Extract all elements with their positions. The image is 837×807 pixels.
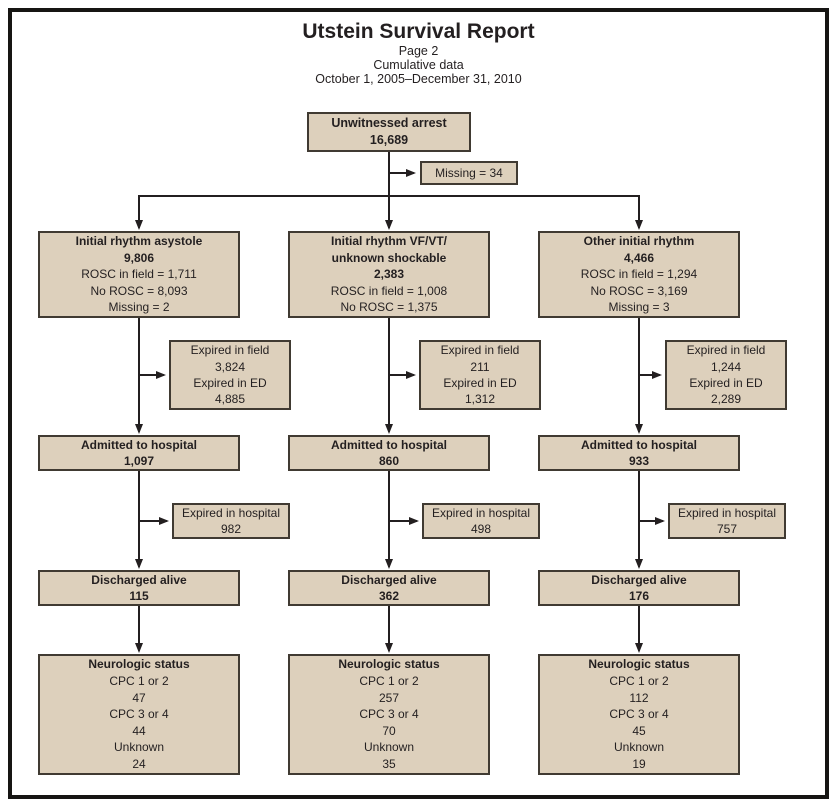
box-line: 211 — [470, 359, 490, 374]
box-line: 45 — [632, 723, 646, 738]
expired-prehospital-box: Expired in field 3,824 Expired in ED 4,8… — [169, 340, 291, 410]
neurologic-status-box: Neurologic status CPC 1 or 2 112 CPC 3 o… — [538, 654, 740, 775]
neurologic-status-box: Neurologic status CPC 1 or 2 47 CPC 3 or… — [38, 654, 240, 775]
box-title: Initial rhythm VF/VT/ — [330, 234, 447, 249]
box-line: CPC 3 or 4 — [359, 707, 419, 722]
box-title: Neurologic status — [588, 657, 690, 672]
box-line: 44 — [132, 723, 146, 738]
box-line: Unknown — [613, 740, 665, 755]
box-line: 112 — [629, 690, 649, 705]
box-line: 3,824 — [214, 359, 246, 374]
box-title: Initial rhythm asystole — [75, 234, 203, 249]
admitted-box: Admitted to hospital 860 — [288, 435, 490, 471]
box-line: Unknown — [363, 740, 415, 755]
expired-prehospital-box: Expired in field 1,244 Expired in ED 2,2… — [665, 340, 787, 410]
box-line: Expired in ED — [193, 376, 267, 390]
box-detail: ROSC in field = 1,711 — [81, 267, 197, 282]
box-line: Expired in hospital — [181, 505, 281, 520]
expired-hospital-box: Expired in hospital 982 — [172, 503, 290, 539]
box-line: 982 — [220, 522, 242, 536]
rhythm-box-asystole: Initial rhythm asystole 9,806 ROSC in fi… — [38, 231, 240, 318]
box-value: 176 — [628, 589, 650, 603]
box-detail: ROSC in field = 1,008 — [330, 283, 448, 298]
expired-prehospital-box: Expired in field 211 Expired in ED 1,312 — [419, 340, 541, 410]
discharged-box: Discharged alive 115 — [38, 570, 240, 606]
expired-hospital-box: Expired in hospital 757 — [668, 503, 786, 539]
box-title: Neurologic status — [88, 657, 190, 672]
box-line: CPC 1 or 2 — [359, 674, 419, 689]
page-subtitle: October 1, 2005–December 31, 2010 — [315, 72, 522, 86]
box-line: 1,244 — [710, 359, 742, 374]
unwitnessed-arrest-box: Unwitnessed arrest 16,689 — [307, 112, 471, 152]
box-line: Expired in ED — [443, 376, 517, 390]
box-title: Neurologic status — [338, 657, 440, 672]
box-detail: ROSC in field = 1,294 — [580, 267, 698, 282]
neurologic-status-box: Neurologic status CPC 1 or 2 257 CPC 3 o… — [288, 654, 490, 775]
rhythm-box-vf-vt: Initial rhythm VF/VT/ unknown shockable … — [288, 231, 490, 318]
box-line: 24 — [132, 756, 146, 771]
box-line: 4,885 — [214, 392, 246, 407]
missing-box: Missing = 34 — [420, 161, 518, 185]
missing-label: Missing = 34 — [435, 165, 503, 180]
box-value: 2,383 — [373, 267, 405, 282]
box-line: 70 — [382, 723, 396, 738]
box-detail: No ROSC = 1,375 — [340, 300, 438, 315]
expired-hospital-box: Expired in hospital 498 — [422, 503, 540, 539]
box-title: Admitted to hospital — [81, 437, 197, 452]
rhythm-box-other: Other initial rhythm 4,466 ROSC in field… — [538, 231, 740, 318]
box-line: 1,312 — [464, 392, 496, 407]
box-value: 9,806 — [123, 250, 155, 265]
page-subtitle: Cumulative data — [373, 58, 464, 72]
box-line: Unknown — [113, 740, 165, 755]
box-detail: Missing = 3 — [608, 300, 670, 315]
box-value: 115 — [129, 589, 149, 603]
box-title: unknown shockable — [331, 250, 447, 265]
box-title: Other initial rhythm — [583, 234, 695, 249]
box-line: Expired in field — [686, 343, 766, 358]
box-title: Admitted to hospital — [331, 437, 447, 452]
page-subtitle: Page 2 — [398, 44, 439, 58]
box-value: 362 — [378, 589, 400, 603]
box-title: Discharged alive — [591, 572, 687, 587]
box-line: 19 — [632, 756, 646, 771]
box-line: 2,289 — [710, 392, 742, 407]
box-value: 4,466 — [623, 250, 655, 265]
box-title: Unwitnessed arrest — [331, 116, 447, 130]
discharged-box: Discharged alive 176 — [538, 570, 740, 606]
box-value: 16,689 — [369, 133, 409, 147]
box-value: 860 — [378, 454, 400, 468]
box-line: CPC 3 or 4 — [109, 707, 169, 722]
box-line: 257 — [378, 690, 400, 705]
box-line: 35 — [382, 756, 396, 771]
box-line: Expired in hospital — [431, 505, 531, 520]
box-line: 47 — [132, 690, 146, 705]
box-title: Admitted to hospital — [581, 437, 697, 452]
box-line: Expired in field — [190, 343, 270, 358]
box-line: Expired in field — [440, 343, 520, 358]
admitted-box: Admitted to hospital 1,097 — [38, 435, 240, 471]
box-value: 1,097 — [123, 454, 155, 468]
box-line: 498 — [470, 522, 492, 536]
box-detail: No ROSC = 8,093 — [90, 283, 188, 298]
box-line: 757 — [716, 522, 738, 536]
box-line: CPC 1 or 2 — [109, 674, 169, 689]
box-line: Expired in hospital — [677, 505, 777, 520]
box-detail: Missing = 2 — [108, 300, 170, 315]
box-detail: No ROSC = 3,169 — [590, 283, 688, 298]
admitted-box: Admitted to hospital 933 — [538, 435, 740, 471]
box-value: 933 — [628, 454, 650, 468]
discharged-box: Discharged alive 362 — [288, 570, 490, 606]
box-title: Discharged alive — [91, 572, 187, 587]
box-title: Discharged alive — [341, 572, 437, 587]
box-line: CPC 3 or 4 — [609, 707, 669, 722]
report-header: Utstein Survival Report Page 2 Cumulativ… — [0, 20, 837, 86]
box-line: Expired in ED — [689, 376, 763, 390]
page-title: Utstein Survival Report — [302, 20, 535, 43]
box-line: CPC 1 or 2 — [609, 674, 669, 689]
